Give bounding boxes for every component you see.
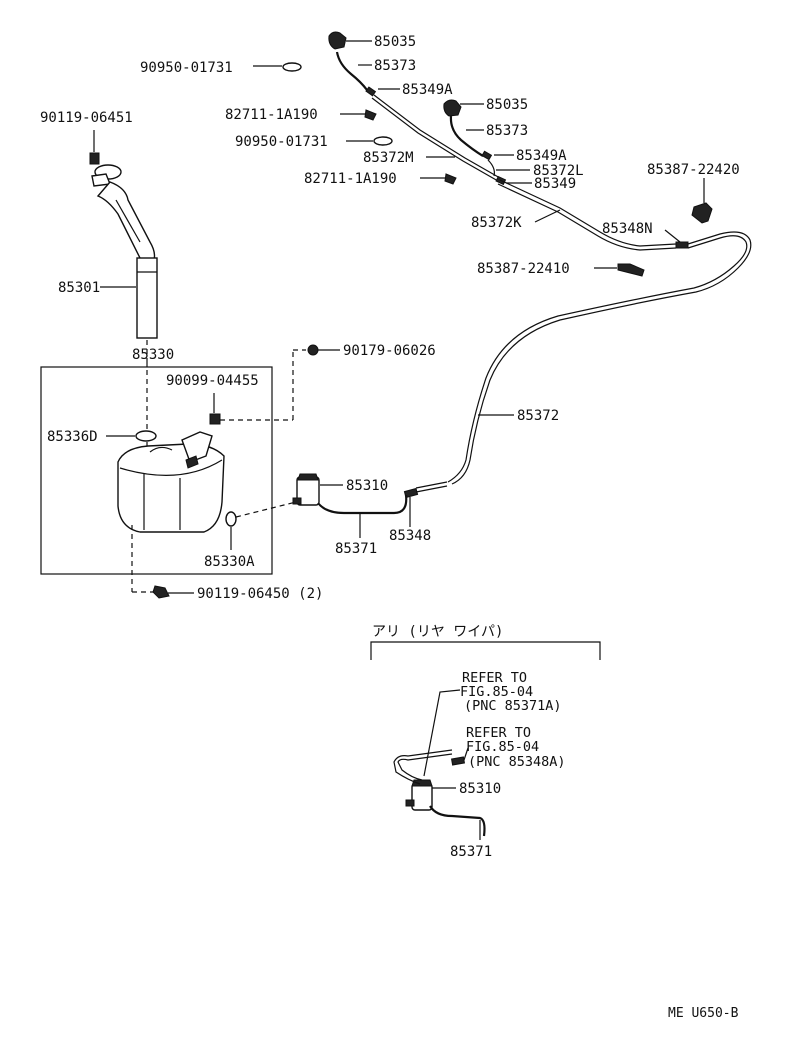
label-82711-top: 82711-1A190 — [225, 107, 318, 123]
refer-note-2-line1: REFER TO — [466, 725, 531, 741]
footer-code: ME U650-B — [668, 1006, 739, 1021]
nozzle-mid-icon — [443, 99, 462, 117]
label-85371-rear: 85371 — [450, 844, 492, 860]
washer-tank-icon — [117, 443, 225, 533]
label-85371: 85371 — [335, 541, 377, 557]
label-90119-06450: 90119-06450 (2) — [197, 586, 323, 602]
label-85373-top: 85373 — [374, 58, 416, 74]
label-85035-mid: 85035 — [486, 97, 528, 113]
label-85349: 85349 — [534, 176, 576, 192]
label-90179-06026: 90179-06026 — [343, 343, 436, 359]
filler-neck-assembly — [89, 130, 158, 362]
label-85310: 85310 — [346, 478, 388, 494]
tank-box — [40, 349, 306, 593]
label-90119-06451: 90119-06451 — [40, 110, 133, 126]
grommet-pump-icon — [225, 511, 237, 527]
clamp-22410-icon — [617, 263, 645, 277]
label-85035-top: 85035 — [374, 34, 416, 50]
label-85372k: 85372K — [471, 215, 522, 231]
label-82711-mid: 82711-1A190 — [304, 171, 397, 187]
bolt-icon — [89, 152, 100, 165]
refer-note-1-line3: (PNC 85371A) — [464, 698, 562, 714]
label-85349a-top: 85349A — [402, 82, 453, 98]
clip-90099-icon — [209, 413, 221, 425]
rear-section-header: アリ (リヤ ワイパ) — [372, 624, 503, 640]
label-85372l: 85372L — [533, 163, 584, 179]
front-pump-assembly — [292, 473, 408, 538]
label-90950-01731-top: 90950-01731 — [140, 60, 233, 76]
filler-tube-icon — [136, 257, 158, 339]
grommet-mid-icon — [373, 136, 393, 146]
refer-note-2-line2: FIG.85-04 — [466, 739, 539, 755]
label-85373-mid: 85373 — [486, 123, 528, 139]
clip-top-icon — [364, 109, 377, 121]
label-85310-rear: 85310 — [459, 781, 501, 797]
label-85348: 85348 — [389, 528, 431, 544]
label-85387-22410: 85387-22410 — [477, 261, 570, 277]
label-85336d: 85336D — [47, 429, 98, 445]
label-85330: 85330 — [132, 347, 174, 363]
clip-mid-icon — [444, 173, 457, 185]
rear-pump-icon — [411, 783, 433, 811]
nozzle-top-icon — [328, 31, 347, 50]
label-90099-04455: 90099-04455 — [166, 373, 259, 389]
bolt-90119-06450-icon — [152, 585, 170, 599]
clamp-22420-icon — [691, 202, 713, 224]
nut-90179-icon — [307, 344, 319, 356]
rear-washer-section — [370, 641, 601, 840]
label-85372: 85372 — [517, 408, 559, 424]
label-85349a-mid: 85349A — [516, 148, 567, 164]
front-nozzle-hose-assembly — [253, 31, 752, 527]
label-85348n: 85348N — [602, 221, 653, 237]
grommet-top-icon — [282, 62, 302, 72]
refer-note-1-line2: FIG.85-04 — [460, 684, 533, 700]
label-85387-22420: 85387-22420 — [647, 162, 740, 178]
label-85330a: 85330A — [204, 554, 255, 570]
label-85301: 85301 — [58, 280, 100, 296]
part-labels: 85035 90950-01731 85373 85349A 85035 827… — [40, 34, 740, 1021]
label-90950-01731-mid: 90950-01731 — [235, 134, 328, 150]
seal-ring-icon — [135, 430, 157, 442]
refer-note-1-line1: REFER TO — [462, 670, 527, 686]
refer-note-2-line3: (PNC 85348A) — [468, 754, 566, 770]
label-85372m: 85372M — [363, 150, 414, 166]
